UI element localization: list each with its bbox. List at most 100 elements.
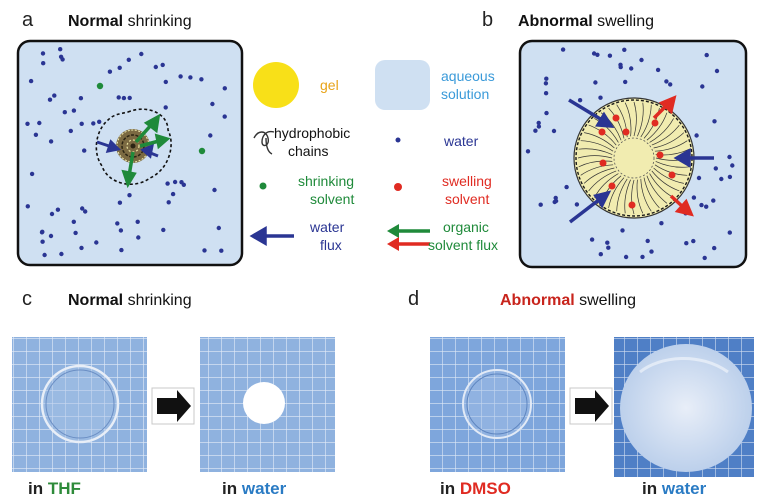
water-molecule-dot — [48, 139, 54, 144]
water-molecule-dot — [544, 76, 549, 81]
swelling-legend-dot — [394, 183, 402, 191]
water-molecule-dot — [139, 51, 144, 57]
water-molecule-dot — [127, 95, 132, 101]
water-molecule-dot — [727, 174, 733, 180]
photo-gel-in-dmso — [430, 337, 565, 472]
water-molecule-dot — [219, 248, 224, 253]
panel-b-water-arrows — [568, 98, 714, 224]
water-molecule-dot — [713, 166, 718, 171]
water-molecule-dot — [525, 149, 531, 154]
caption-c-right-prefix: in — [222, 479, 242, 498]
water-molecule-dot — [71, 219, 77, 224]
water-molecule-dot — [551, 128, 557, 134]
water-molecule-dot — [704, 52, 709, 58]
caption-d-right-solvent: water — [661, 479, 707, 498]
water-molecule-dot — [711, 198, 716, 203]
water-molecule-dot — [37, 120, 42, 126]
water-molecule-dot — [593, 80, 598, 85]
water-molecule-dot — [91, 121, 96, 126]
hydrophobic-chain — [654, 140, 688, 152]
hydrophobic-chain — [580, 164, 614, 176]
panel-c-letter: c — [22, 288, 32, 310]
water-molecule-dot — [163, 79, 168, 85]
hydrophobic-chain — [577, 155, 613, 159]
photo-gel-in-thf — [12, 337, 147, 472]
water-molecule-dot — [62, 110, 67, 115]
water-molecule-dot — [712, 245, 717, 251]
water-molecule-dot — [605, 240, 610, 245]
water-molecule-dot — [188, 75, 193, 80]
water-molecule-dot — [116, 95, 121, 100]
caption-c-left: in THF — [28, 479, 81, 498]
caption-d-right-prefix: in — [642, 479, 662, 498]
water-molecule-dot — [577, 98, 583, 103]
panel-b-water-dots — [525, 47, 735, 261]
water-molecule-dot — [52, 93, 57, 98]
water-molecule-dot — [598, 95, 603, 100]
water-molecule-dot — [199, 77, 204, 82]
panel-b-letter: b — [482, 9, 493, 31]
arrow-d — [575, 390, 609, 422]
water-molecule-dot — [668, 82, 673, 87]
caption-c-right: in water — [222, 479, 287, 498]
water-molecule-dot — [47, 97, 53, 102]
water-molecule-dot — [163, 105, 168, 110]
water-molecule-dot — [117, 65, 122, 71]
hydrophobic-chain — [624, 179, 631, 214]
water-molecule-dot — [719, 176, 724, 182]
caption-d-right: in water — [642, 479, 707, 498]
panel-b-title-bold: Abnormal — [518, 13, 593, 30]
hydrophobic-chain — [640, 178, 652, 212]
water-molecule-dot — [620, 228, 625, 233]
water-molecule-dot — [71, 108, 77, 113]
hydrophobic-chain — [583, 167, 615, 184]
hydrophobic-chain — [608, 177, 625, 208]
water-molecule-dot — [58, 54, 64, 59]
caption-d-left: in DMSO — [440, 479, 511, 498]
water-molecule-dot — [82, 148, 87, 153]
water-molecule-dot — [40, 239, 45, 244]
water-molecule-dot — [598, 252, 603, 257]
water-molecule-dot — [536, 124, 542, 129]
panel-d-title-rest: swelling — [575, 292, 636, 309]
water-molecule-dot — [55, 207, 61, 212]
hydrophobic-chain — [646, 112, 668, 141]
water-molecule-dot — [702, 255, 707, 261]
water-molecule-dot — [25, 121, 30, 127]
panel-a-solvent-arrows — [121, 113, 171, 189]
water-molecule-dot — [58, 47, 63, 52]
water-molecule-dot — [115, 221, 120, 226]
water-molecule-dot — [727, 230, 732, 235]
water-molecule-dot — [121, 95, 127, 101]
aqueous-label-line1: aqueous — [441, 68, 495, 84]
water-molecule-dot — [107, 69, 113, 74]
water-molecule-dot — [595, 52, 600, 57]
water-molecule-dot — [560, 47, 566, 52]
water-molecule-dot — [659, 221, 664, 226]
hydrophobic-chain — [578, 160, 613, 168]
water-molecule-dot — [165, 181, 170, 186]
shrinking-label-line2: solvent — [310, 191, 354, 207]
caption-d-left-prefix: in — [440, 479, 460, 498]
water-molecule-dot — [117, 200, 123, 205]
panel-a-gel-boundary — [95, 108, 172, 186]
organic-label-line2: solvent flux — [428, 237, 498, 253]
water-molecule-dot — [704, 204, 709, 209]
water-molecule-dot — [607, 53, 613, 58]
hydrophobic-chain — [584, 132, 615, 149]
swollen-gel — [573, 97, 695, 219]
water-molecule-dot — [118, 228, 124, 233]
water-flux-legend-arrow — [249, 225, 294, 247]
water-molecule-dot — [170, 191, 176, 197]
water-molecule-dot — [222, 86, 227, 91]
water-molecule-dot — [664, 79, 669, 84]
panel-d-title: Abnormal swelling — [500, 292, 636, 309]
shrinking-legend-dot — [259, 182, 267, 190]
caption-d-left-solvent: DMSO — [460, 479, 511, 498]
water-molecule-dot — [623, 254, 629, 260]
panel-a-water-arrows — [96, 139, 159, 159]
panel-b-solvent-arrows — [652, 95, 694, 217]
water-molecule-dot — [127, 193, 132, 198]
water-molecule-dot — [694, 133, 699, 138]
